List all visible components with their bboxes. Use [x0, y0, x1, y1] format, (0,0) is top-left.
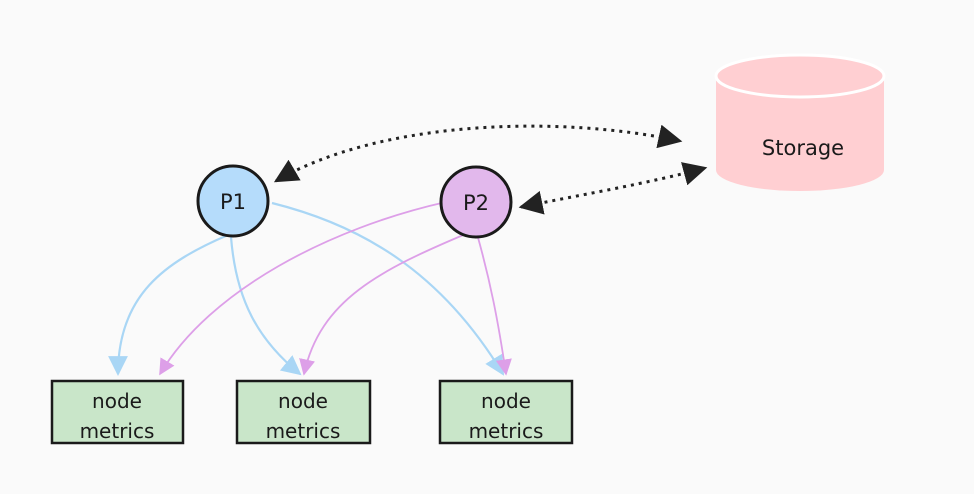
storage-body — [716, 76, 884, 191]
node-metrics-3: node metrics — [438, 379, 574, 445]
storage-top — [714, 53, 886, 99]
storage-link-p1 — [273, 124, 683, 183]
node-p2: P2 — [439, 165, 513, 239]
node-p2-label: P2 — [463, 191, 489, 215]
edge-p1-metrics-1 — [108, 233, 229, 376]
node-metrics-1-line1: node — [92, 389, 142, 413]
edge-p2-metrics-2 — [299, 232, 469, 376]
edge-p1-metrics-2 — [229, 236, 302, 376]
node-p1: P1 — [196, 164, 270, 238]
node-metrics-3-line1: node — [481, 389, 531, 413]
node-metrics-2-line2: metrics — [266, 419, 341, 443]
node-p1-label: P1 — [220, 190, 246, 214]
node-p1-circle — [196, 164, 270, 238]
edge-p2-metrics-1 — [159, 201, 447, 376]
node-metrics-1-line2: metrics — [80, 419, 155, 443]
node-metrics-1: node metrics — [50, 379, 185, 445]
storage-link-p2 — [518, 162, 708, 215]
node-p2-circle — [439, 165, 513, 239]
node-metrics-2-box — [235, 379, 372, 445]
node-metrics-1-box — [50, 379, 185, 445]
node-metrics-2-line1: node — [278, 389, 328, 413]
edge-p1-metrics-3 — [271, 201, 505, 376]
node-metrics-3-box — [438, 379, 574, 445]
node-metrics-2: node metrics — [235, 379, 372, 445]
node-metrics-3-line2: metrics — [469, 419, 544, 443]
storage-node: Storage — [714, 53, 886, 191]
edge-p2-metrics-3 — [476, 233, 512, 376]
storage-label: Storage — [762, 136, 844, 160]
